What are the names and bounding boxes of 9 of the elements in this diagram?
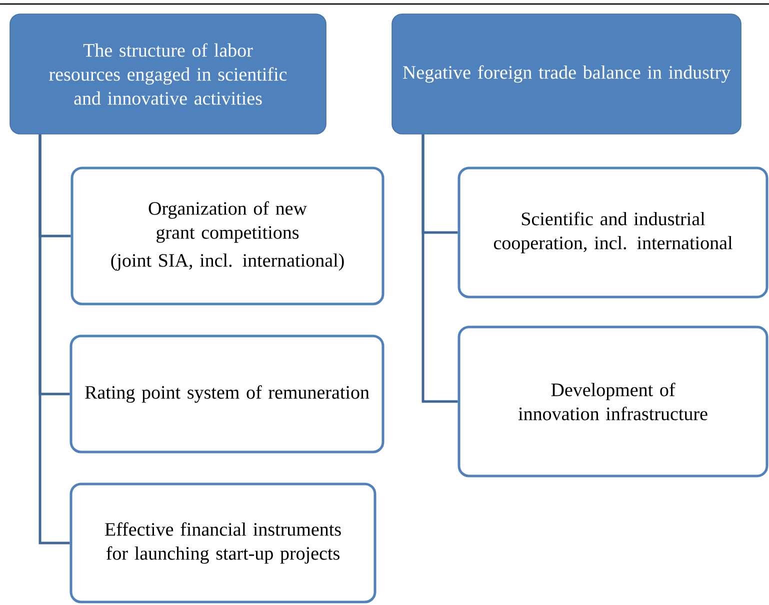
item-box: Rating point system of remuneration <box>70 334 384 454</box>
header-box: The structure of labor resources engaged in scientific and innovative activities <box>10 14 326 134</box>
item-box: Effective financial instruments for launching start-up projects <box>70 482 376 604</box>
header-box: Negative foreign trade balance in industry <box>392 14 742 134</box>
item-box: Organization of new grant competitions (joint SIA, incl. international) <box>70 166 384 306</box>
item-box: Development of innovation infrastructure <box>458 326 768 478</box>
connector-line <box>38 134 70 544</box>
connector-line <box>422 134 458 403</box>
item-box: Scientific and industrial cooperation, incl. international <box>458 166 768 298</box>
